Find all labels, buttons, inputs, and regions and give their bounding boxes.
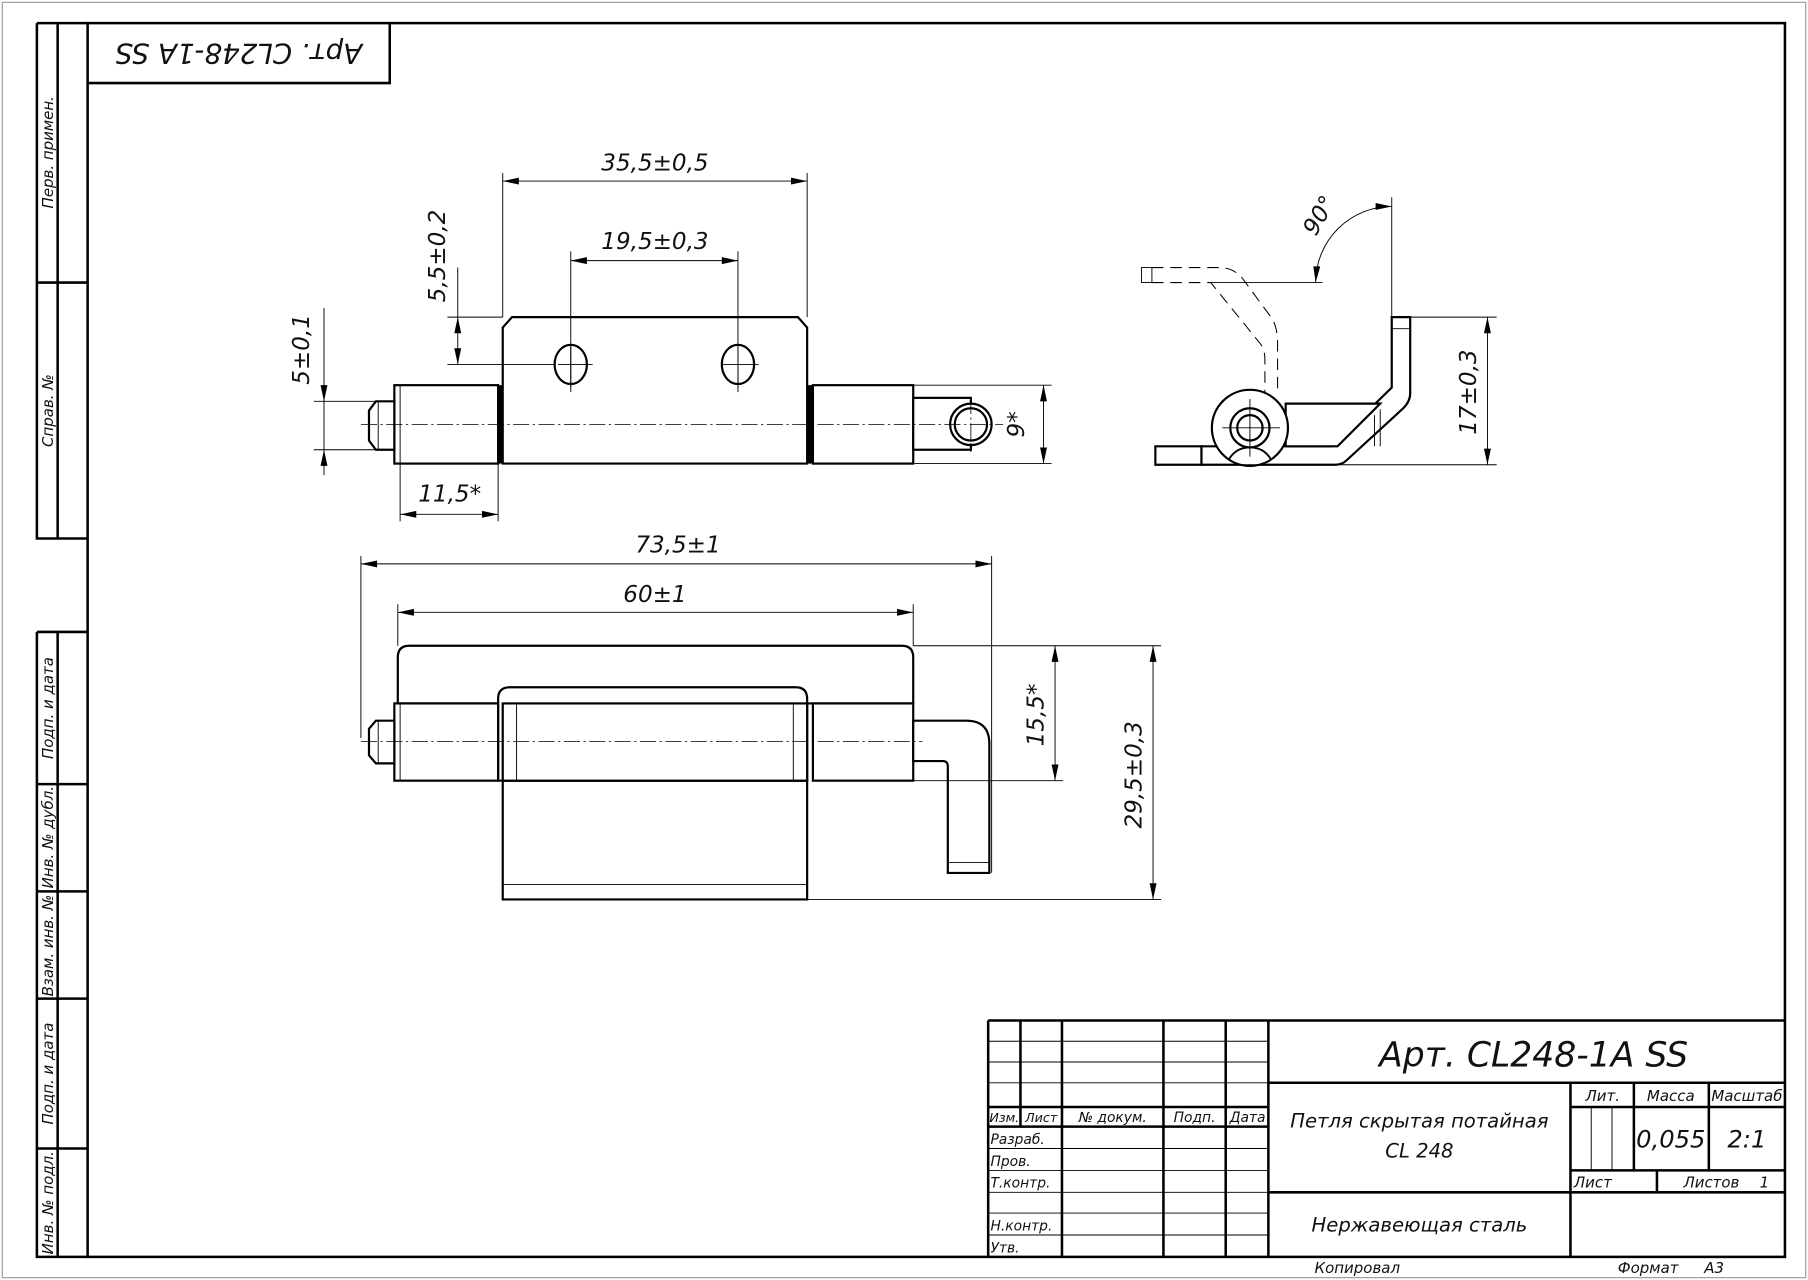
dim-73-5: 73,5±1	[635, 532, 720, 558]
title-designation: Арт. CL248-1А SS	[1377, 1036, 1688, 1076]
material: Нержавеющая сталь	[1312, 1214, 1528, 1237]
header-izm: Изм.	[989, 1110, 1019, 1125]
top-left-designation-box: Арт. CL248-1А SS	[87, 23, 392, 85]
side-view: 90° 17±0,3	[1141, 191, 1497, 467]
rotated-designation: Арт. CL248-1А SS	[115, 37, 364, 70]
copied-label: Копировал	[1314, 1259, 1400, 1277]
role-tkontr: Т.контр.	[990, 1176, 1050, 1192]
drawing-frame	[86, 21, 1787, 1259]
sheets-value: 1	[1760, 1174, 1770, 1192]
role-nkontr: Н.контр.	[990, 1218, 1052, 1234]
label-inv-dubl: Инв. № дубл.	[39, 786, 57, 888]
dim-17: 17±0,3	[1456, 349, 1482, 434]
format-value: А3	[1703, 1259, 1724, 1277]
format-label: Формат	[1618, 1259, 1680, 1277]
dim-19-5: 19,5±0,3	[601, 229, 708, 255]
title-block: Арт. CL248-1А SS Изм. Лист № докум. Подп…	[986, 1019, 1785, 1277]
dim-5: 5±0,1	[289, 314, 315, 385]
mass-label: Масса	[1647, 1087, 1695, 1105]
dim-35-5: 35,5±0,5	[601, 151, 708, 177]
bottom-view: 73,5±1 60±1 15,5* 29,5±0,3	[360, 532, 1162, 901]
header-list: Лист	[1024, 1110, 1058, 1125]
role-prov: Пров.	[990, 1154, 1030, 1170]
dim-5-5: 5,5±0,2	[425, 210, 451, 303]
dim-60: 60±1	[623, 582, 686, 608]
top-view: 35,5±0,5 19,5±0,3 5,5±0,2 5±0,1 11,5* 9*	[289, 151, 1052, 522]
label-vzam-inv: Взам. инв. №	[39, 895, 57, 997]
lit-label: Лит.	[1585, 1087, 1620, 1105]
scale-value: 2:1	[1727, 1125, 1766, 1153]
dim-9: 9*	[1004, 411, 1030, 437]
product-name: Петля скрытая потайная	[1290, 1110, 1548, 1133]
mass-value: 0,055	[1636, 1125, 1705, 1153]
header-date: Дата	[1229, 1110, 1266, 1126]
dim-11-5: 11,5*	[418, 482, 481, 508]
label-sprav-no: Справ. №	[39, 374, 57, 447]
role-utv: Утв.	[990, 1240, 1019, 1256]
label-perv-primen: Перв. примен.	[39, 96, 57, 208]
label-inv-podl: Инв. № подл.	[39, 1151, 57, 1254]
product-code: CL 248	[1385, 1140, 1453, 1163]
dim-15-5: 15,5*	[1024, 684, 1050, 747]
left-stamp-column: Перв. примен. Справ. № Подп. и дата Инв.…	[35, 21, 88, 1259]
role-razrab: Разраб.	[990, 1132, 1044, 1148]
label-podp-data: Подп. и дата	[39, 657, 57, 759]
sheet-label: Лист	[1573, 1174, 1613, 1192]
label-podp-data-2: Подп. и дата	[39, 1023, 57, 1125]
dim-29-5: 29,5±0,3	[1122, 721, 1148, 828]
header-sign: Подп.	[1174, 1110, 1216, 1126]
scale-label: Масштаб	[1711, 1087, 1782, 1105]
header-doc-no: № докум.	[1078, 1110, 1147, 1126]
sheets-label: Листов	[1682, 1174, 1739, 1192]
